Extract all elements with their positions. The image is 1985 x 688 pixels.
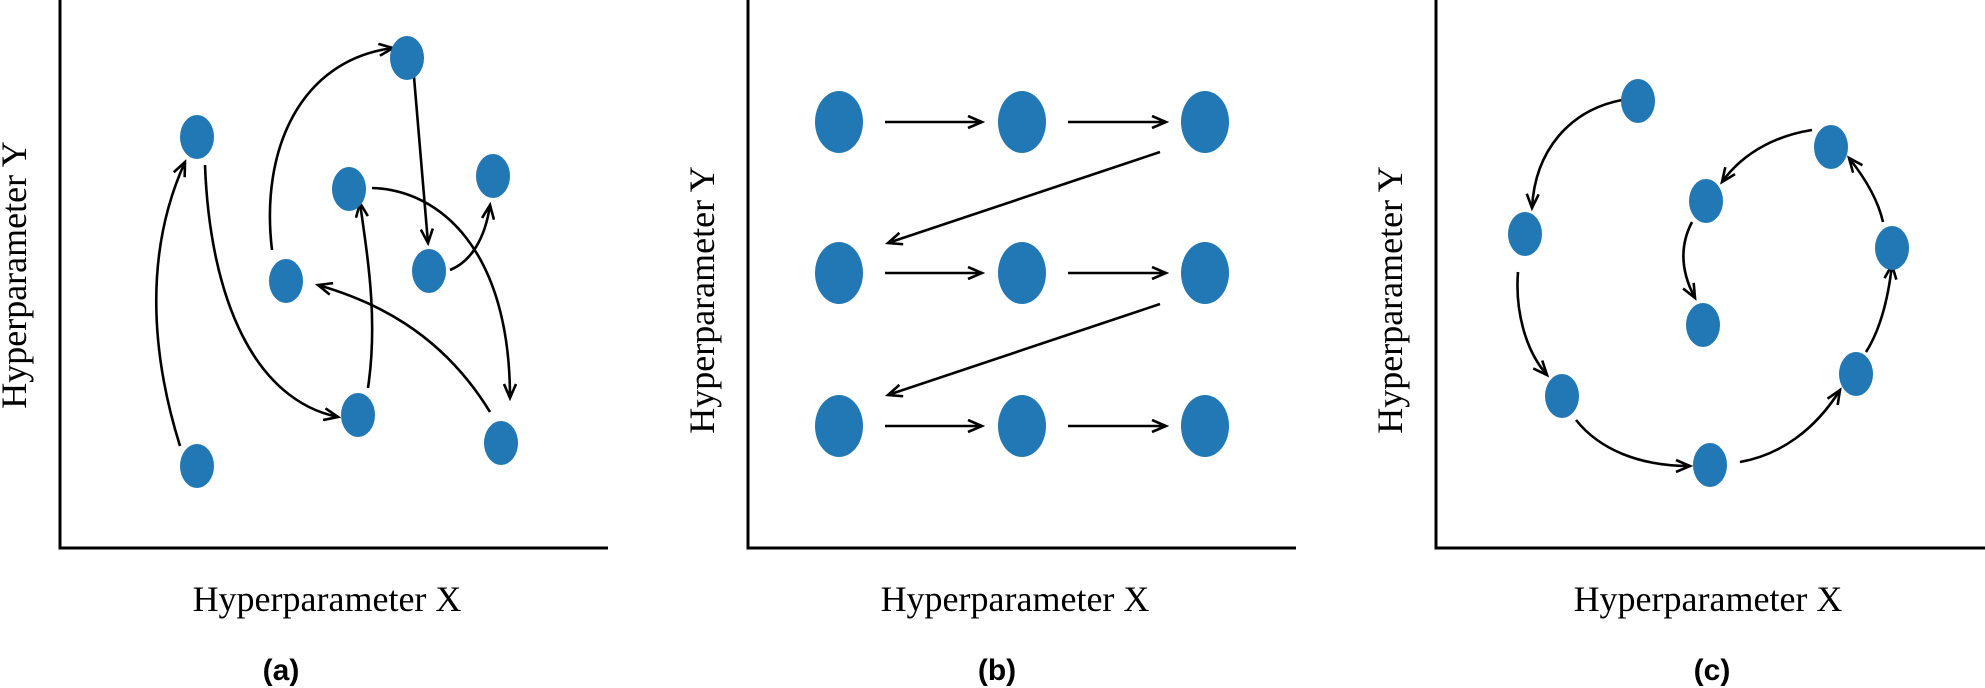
data-point xyxy=(1693,443,1727,487)
data-point xyxy=(998,242,1046,304)
data-point xyxy=(815,91,863,153)
panel-c-arrow xyxy=(1722,128,1813,182)
panel-c-xlabel: Hyperparameter X xyxy=(1574,579,1843,619)
data-point xyxy=(476,154,510,198)
data-point xyxy=(180,115,214,159)
panel-c-arrow xyxy=(1739,390,1840,464)
panel-b-arrow xyxy=(888,150,1161,243)
panel-a-arrow xyxy=(371,186,510,398)
panel-b-points xyxy=(815,91,1229,457)
data-point xyxy=(1686,303,1720,347)
panel-a-arrow xyxy=(449,205,490,272)
panel-c-arrow xyxy=(1516,271,1547,375)
panel-a-ylabel: Hyperparameter Y xyxy=(0,141,34,409)
panel-a-axes xyxy=(58,0,608,550)
data-point xyxy=(1875,226,1909,270)
data-point xyxy=(1181,91,1229,153)
panel-b-axes xyxy=(746,0,1296,550)
panel-c-points xyxy=(1508,79,1909,487)
panel-a-arrow xyxy=(203,164,338,417)
data-point xyxy=(1545,374,1579,418)
panel-a-label: (a) xyxy=(263,654,300,687)
panel-b-label: (b) xyxy=(978,654,1016,687)
panel-c-arrow xyxy=(1574,419,1690,466)
data-point xyxy=(390,36,424,80)
panel-c-axes xyxy=(1434,0,1985,550)
panel-c-label: (c) xyxy=(1694,654,1731,687)
data-point xyxy=(332,167,366,211)
panel-b: Hyperparameter X Hyperparameter Y (b) xyxy=(682,0,1296,687)
data-point xyxy=(998,91,1046,153)
panel-a: Hyperparameter X Hyperparameter Y (a) xyxy=(0,0,608,687)
data-point xyxy=(1689,179,1723,223)
panel-a-points xyxy=(180,36,518,488)
panel-a-xlabel: Hyperparameter X xyxy=(193,579,462,619)
panel-a-arrow xyxy=(318,285,492,413)
panel-b-arrow xyxy=(888,302,1161,395)
panel-a-arrow xyxy=(412,76,428,243)
panel-a-arrow xyxy=(268,48,393,251)
panel-a-arrow xyxy=(154,162,185,447)
panel-c-ylabel: Hyperparameter Y xyxy=(1370,166,1410,434)
panel-c: Hyperparameter X Hyperparameter Y (c) xyxy=(1370,0,1985,687)
panel-c-arrow xyxy=(1532,98,1623,208)
data-point xyxy=(1814,125,1848,169)
data-point xyxy=(180,444,214,488)
data-point xyxy=(1181,395,1229,457)
data-point xyxy=(341,393,375,437)
panel-c-arrow xyxy=(1849,158,1885,223)
data-point xyxy=(1181,242,1229,304)
panel-b-ylabel: Hyperparameter Y xyxy=(682,166,722,434)
data-point xyxy=(484,421,518,465)
data-point xyxy=(1839,352,1873,396)
panel-a-arrow xyxy=(360,203,374,389)
panel-c-arrow xyxy=(1682,221,1695,298)
data-point xyxy=(815,242,863,304)
data-point xyxy=(1508,212,1542,256)
data-point xyxy=(998,395,1046,457)
data-point xyxy=(815,395,863,457)
panel-c-arrow xyxy=(1864,265,1892,353)
data-point xyxy=(269,259,303,303)
data-point xyxy=(1621,79,1655,123)
data-point xyxy=(412,249,446,293)
panel-b-xlabel: Hyperparameter X xyxy=(881,579,1150,619)
